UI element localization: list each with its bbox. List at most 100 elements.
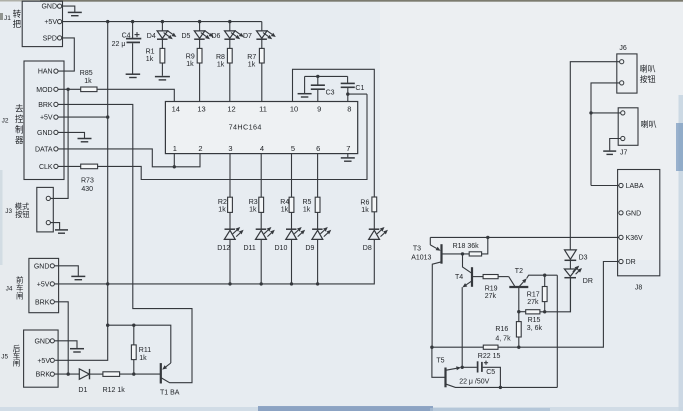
svg-text:BRK: BRK [38, 102, 53, 109]
svg-text:D9: D9 [305, 245, 314, 252]
svg-text:后: 后 [13, 343, 21, 353]
svg-text:R15: R15 [528, 317, 541, 324]
svg-text:1k: 1k [361, 207, 369, 214]
svg-text:R11: R11 [139, 347, 151, 354]
svg-text:D10: D10 [275, 245, 288, 252]
svg-text:前: 前 [16, 274, 24, 284]
svg-text:27k: 27k [485, 293, 497, 300]
svg-text:A1013: A1013 [411, 255, 431, 262]
svg-text:控: 控 [15, 114, 24, 124]
svg-text:1k: 1k [186, 61, 194, 68]
svg-text:喇叭: 喇叭 [641, 119, 657, 129]
svg-text:4: 4 [260, 144, 264, 153]
svg-text:GND: GND [34, 338, 50, 345]
svg-text:+5V: +5V [37, 282, 50, 289]
svg-text:J4: J4 [6, 285, 13, 292]
svg-text:R3: R3 [249, 199, 258, 206]
svg-text:1: 1 [173, 144, 177, 153]
svg-text:T2: T2 [515, 268, 523, 275]
svg-text:K36V: K36V [626, 235, 643, 242]
svg-text:14: 14 [172, 105, 180, 114]
svg-text:把: 把 [13, 19, 22, 29]
svg-text:R6: R6 [360, 199, 369, 206]
svg-text:模式: 模式 [15, 202, 29, 211]
svg-text:27k: 27k [527, 299, 539, 306]
svg-text:HAN: HAN [38, 69, 53, 76]
svg-text:3, 6k: 3, 6k [527, 325, 543, 332]
svg-text:6: 6 [316, 144, 320, 153]
svg-text:R73: R73 [81, 177, 94, 184]
svg-text:去: 去 [15, 104, 24, 114]
svg-text:车: 车 [16, 282, 24, 292]
svg-text:1k: 1k [139, 355, 147, 362]
svg-text:R7: R7 [247, 54, 256, 61]
svg-text:R2: R2 [218, 199, 227, 206]
svg-text:R22 15: R22 15 [478, 353, 501, 360]
svg-text:1k: 1k [217, 61, 225, 68]
svg-text:LABA: LABA [626, 183, 644, 190]
svg-text:22 μ: 22 μ [112, 41, 126, 48]
svg-text:BRK: BRK [35, 299, 50, 306]
svg-text:3: 3 [228, 144, 232, 153]
svg-text:9: 9 [317, 105, 321, 114]
svg-text:R8: R8 [216, 54, 225, 61]
svg-text:GND: GND [37, 130, 53, 137]
svg-text:1k: 1k [84, 78, 92, 85]
svg-text:D5: D5 [182, 33, 191, 40]
svg-text:R19: R19 [485, 285, 498, 292]
svg-text:GND: GND [41, 4, 57, 11]
svg-text:1k: 1k [303, 207, 311, 214]
svg-text:GND: GND [626, 210, 642, 217]
svg-text:器: 器 [15, 135, 24, 145]
svg-text:转: 转 [13, 9, 22, 19]
svg-text:R85: R85 [80, 70, 93, 77]
svg-text:1k: 1k [249, 207, 257, 214]
svg-text:2: 2 [198, 144, 202, 153]
svg-text:MOD: MOD [36, 87, 52, 94]
svg-text:R9: R9 [186, 54, 195, 61]
svg-text:D3: D3 [579, 255, 588, 262]
svg-text:D6: D6 [212, 33, 221, 40]
svg-text:C1: C1 [355, 85, 364, 92]
svg-text:C4: C4 [122, 32, 131, 39]
svg-text:按钮: 按钮 [640, 74, 656, 84]
svg-text:D4: D4 [147, 33, 156, 40]
svg-text:制: 制 [15, 125, 24, 135]
svg-text:+5V: +5V [37, 358, 50, 365]
svg-text:C5: C5 [486, 369, 495, 376]
svg-text:闸: 闸 [16, 292, 24, 301]
svg-text:12: 12 [227, 105, 235, 114]
svg-text:1k: 1k [146, 56, 154, 63]
svg-text:车: 车 [13, 350, 21, 360]
svg-text:13: 13 [197, 105, 205, 114]
svg-text:10: 10 [290, 105, 298, 114]
svg-text:D8: D8 [363, 245, 372, 252]
svg-text:R4: R4 [280, 199, 289, 206]
svg-text:J3: J3 [5, 208, 12, 215]
svg-text:+5V: +5V [40, 115, 53, 122]
svg-text:R16: R16 [495, 326, 508, 333]
svg-text:SPD: SPD [43, 36, 57, 43]
svg-text:7: 7 [346, 144, 350, 153]
svg-text:5: 5 [291, 144, 295, 153]
svg-text:J2: J2 [2, 118, 9, 125]
svg-text:T5: T5 [436, 358, 444, 365]
svg-text:J1: J1 [4, 15, 11, 22]
svg-text:J8: J8 [635, 284, 643, 291]
svg-text:按钮: 按钮 [15, 210, 29, 219]
svg-text:DR: DR [583, 278, 593, 285]
svg-text:R12 1k: R12 1k [103, 387, 126, 394]
svg-text:C3: C3 [326, 89, 335, 96]
svg-text:D1: D1 [78, 387, 87, 394]
svg-text:1k: 1k [248, 61, 256, 68]
svg-text:1k: 1k [281, 207, 289, 214]
svg-text:11: 11 [259, 105, 267, 114]
svg-text:430: 430 [81, 186, 93, 193]
svg-text:闸: 闸 [13, 359, 20, 368]
svg-text:DR: DR [626, 259, 636, 266]
svg-text:22 μ /50V: 22 μ /50V [459, 379, 489, 386]
svg-text:CLK: CLK [39, 164, 53, 171]
svg-text:BRK: BRK [36, 372, 51, 379]
svg-text:D11: D11 [244, 245, 256, 252]
svg-text:DATA: DATA [35, 147, 53, 154]
